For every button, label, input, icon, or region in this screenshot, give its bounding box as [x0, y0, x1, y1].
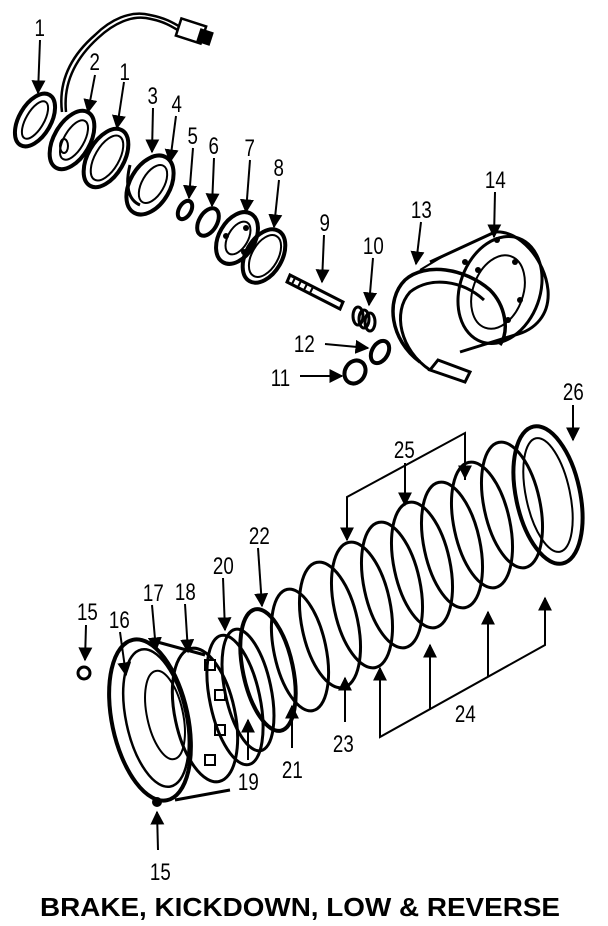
- callout-24: 24: [455, 701, 476, 728]
- brake-band-part: [391, 254, 507, 384]
- return-spring-part: [170, 646, 240, 784]
- callout-21: 21: [282, 757, 303, 784]
- callout-3: 3: [147, 83, 157, 110]
- clutch-drum-part: [429, 230, 550, 354]
- small-seal-part: [175, 198, 195, 222]
- callout-1: 1: [119, 59, 129, 86]
- callout-1: 1: [34, 15, 44, 42]
- clutch-plate-stack: [330, 440, 544, 670]
- pressure-plate-part: [238, 607, 298, 733]
- callout-25: 25: [394, 437, 415, 464]
- callout-11: 11: [271, 365, 290, 392]
- callout-8: 8: [273, 155, 283, 182]
- callout-19: 19: [238, 769, 259, 796]
- callout-7: 7: [244, 135, 254, 162]
- upper-assembly: [12, 12, 550, 386]
- anchor-pin-part: [285, 272, 345, 312]
- callout-26: 26: [563, 379, 584, 406]
- lower-assembly: [76, 405, 585, 851]
- retainer-part: [47, 108, 97, 172]
- snap-ring-part: [205, 633, 265, 767]
- callout-labels: 1 2 1 3 4 5 6 7 8 9 10 11 12 13 14 15 16…: [34, 15, 583, 886]
- callout-22: 22: [249, 523, 270, 550]
- seal-ring-part: [220, 627, 276, 753]
- callout-2: 2: [89, 49, 99, 76]
- callout-14: 14: [485, 167, 506, 194]
- callout-10: 10: [363, 233, 384, 260]
- callout-4: 4: [171, 91, 181, 118]
- sensor-wire-harness: [60, 12, 214, 113]
- callout-6: 6: [208, 133, 218, 160]
- callout-16: 16: [109, 607, 130, 634]
- callout-9: 9: [319, 210, 329, 237]
- callout-15: 15: [150, 859, 171, 886]
- callout-5: 5: [187, 123, 197, 150]
- bushing-part: [195, 206, 221, 238]
- spring-part: [351, 305, 377, 333]
- callout-15: 15: [77, 599, 98, 626]
- callout-20: 20: [213, 553, 234, 580]
- seal-ring-part: [12, 91, 58, 149]
- diagram-caption: BRAKE, KICKDOWN, LOW & REVERSE: [40, 892, 560, 922]
- wave-spring-part: [269, 587, 331, 713]
- callout-23: 23: [333, 731, 354, 758]
- callout-18: 18: [175, 579, 196, 606]
- check-ball-part: [76, 665, 92, 681]
- seal-ring-part: [81, 126, 131, 190]
- bearing-part: [214, 210, 260, 266]
- callout-17: 17: [143, 580, 164, 607]
- reaction-plate-part: [511, 424, 585, 566]
- lock-nut-part: [342, 358, 368, 386]
- callout-13: 13: [411, 197, 432, 224]
- washer-part: [368, 338, 392, 366]
- callout-12: 12: [294, 331, 315, 358]
- snap-ring-part: [240, 227, 288, 285]
